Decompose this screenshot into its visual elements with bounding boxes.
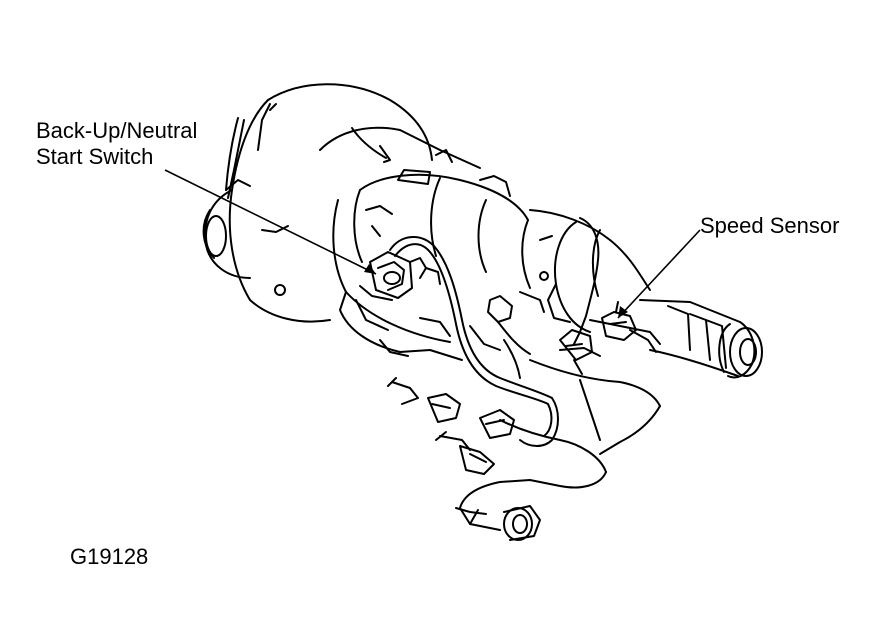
sensor-callout-label: Speed Sensor <box>700 213 840 238</box>
switch-callout-label: Back-Up/Neutral Start Switch <box>36 118 197 170</box>
switch-leader-arrow <box>364 264 376 274</box>
sensor-leader-arrow <box>618 306 628 318</box>
speed-sensor <box>602 302 656 352</box>
sensor-leader-line <box>618 230 700 318</box>
transmission-mount <box>456 320 660 540</box>
extension-housing <box>640 300 762 378</box>
figure-id: G19128 <box>70 544 149 569</box>
switch-label-line-1: Back-Up/Neutral <box>36 118 198 143</box>
switch-leader-line <box>165 170 376 274</box>
back-up-neutral-start-switch <box>360 252 440 300</box>
transmission-case <box>320 128 650 378</box>
switch-label-line-2: Start Switch <box>36 144 154 169</box>
wiring-harness <box>390 218 598 446</box>
harness-connectors <box>388 378 514 474</box>
